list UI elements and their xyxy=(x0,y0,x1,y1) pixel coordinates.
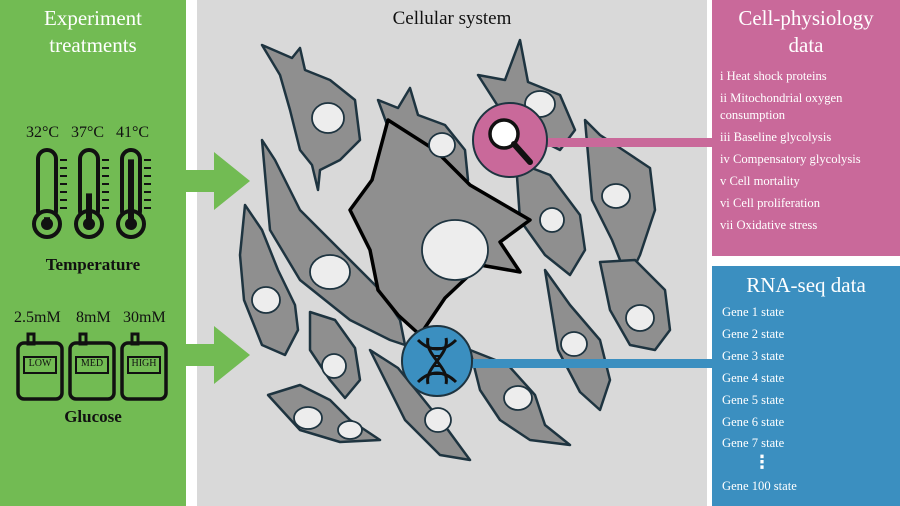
treatments-title-line2: treatments xyxy=(49,33,137,57)
physiology-title-line1: Cell-physiology xyxy=(738,6,874,30)
temperature-label: Temperature xyxy=(45,255,141,274)
glucose-conc-med: 8mM xyxy=(76,309,111,326)
meter-high-text: HIGH xyxy=(131,358,157,369)
physiology-item: vi Cell proliferation xyxy=(720,196,821,210)
meter-low-text: LOW xyxy=(28,358,52,369)
glucose-conc-high: 30mM xyxy=(123,309,166,326)
gene-item: Gene 1 state xyxy=(722,305,785,319)
treatments-title-line1: Experiment xyxy=(44,6,142,30)
physiology-item: iv Compensatory glycolysis xyxy=(720,152,861,166)
physiology-item: v Cell mortality xyxy=(720,174,800,188)
cellular-system-panel: Cellular system xyxy=(197,0,707,506)
physiology-item: i Heat shock proteins xyxy=(720,69,827,83)
treatment-icons xyxy=(16,148,168,401)
gene-item: Gene 4 state xyxy=(722,371,785,385)
gene-item-last: Gene 100 state xyxy=(722,479,797,493)
physiology-item: vii Oxidative stress xyxy=(720,218,818,232)
experiment-treatments-panel: Experiment treatments 32°C 37°C 41°C xyxy=(0,0,186,506)
gene-item: Gene 7 state xyxy=(722,436,785,450)
gene-item: Gene 2 state xyxy=(722,327,785,341)
gene-item: Gene 3 state xyxy=(722,349,785,363)
thermometer-icon xyxy=(32,148,67,239)
glucose-meter-icon xyxy=(16,332,64,401)
meter-med-text: MED xyxy=(80,358,104,369)
glucose-conc-low: 2.5mM xyxy=(14,309,61,326)
temp-label-32: 32°C xyxy=(26,124,60,141)
gene-item: Gene 6 state xyxy=(722,415,785,429)
gene-ellipsis: ⋮ xyxy=(753,452,771,473)
rna-seq-panel: RNA-seq data Gene 1 state Gene 2 state G… xyxy=(712,266,900,506)
physiology-title-line2: data xyxy=(788,33,824,57)
cell-physiology-panel: Cell-physiology data i Heat shock protei… xyxy=(712,0,900,256)
temp-label-41: 41°C xyxy=(116,124,150,141)
physiology-item: iii Baseline glycolysis xyxy=(720,130,832,144)
rna-title: RNA-seq data xyxy=(746,273,866,297)
physiology-item: ii Mitochondrial oxygen xyxy=(720,91,843,105)
cellular-system-title: Cellular system xyxy=(392,8,512,29)
glucose-label: Glucose xyxy=(64,407,122,426)
gene-item: Gene 5 state xyxy=(722,393,785,407)
thermometer-icon xyxy=(74,148,109,239)
glucose-meter-icon xyxy=(68,332,116,401)
glucose-meter-icon xyxy=(120,332,168,401)
thermometer-icon xyxy=(116,148,151,239)
physiology-item: consumption xyxy=(720,108,786,122)
temp-label-37: 37°C xyxy=(71,124,105,141)
